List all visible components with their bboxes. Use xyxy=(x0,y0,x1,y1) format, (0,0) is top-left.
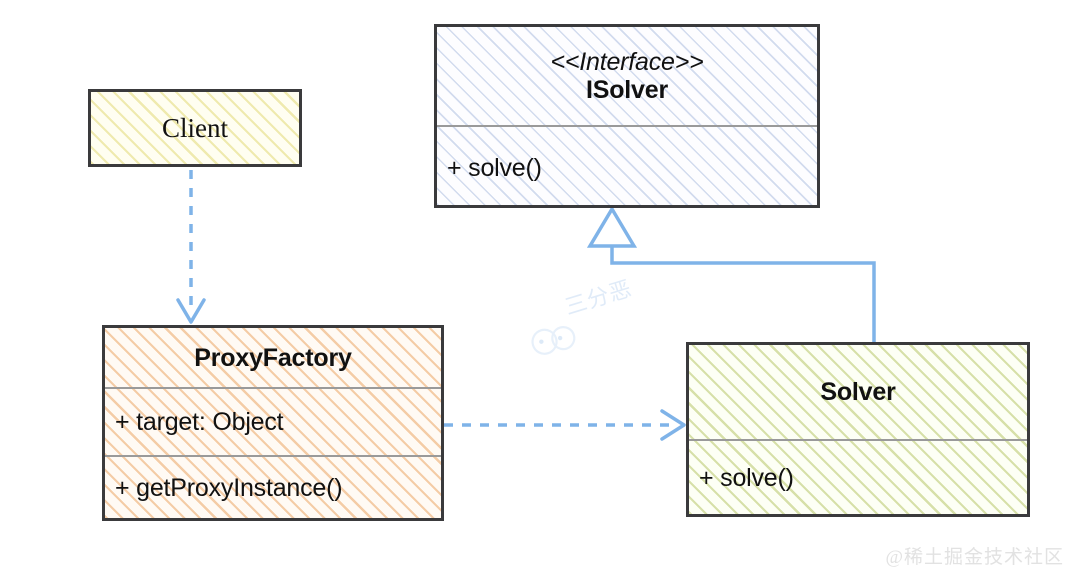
watermark-logo-icon xyxy=(531,326,576,355)
isolver-method-solve: + solve() xyxy=(447,153,542,182)
class-box-proxyfactory[interactable]: ProxyFactory + target: Object + getProxy… xyxy=(102,325,444,521)
proxyfactory-title-compartment: ProxyFactory xyxy=(105,328,441,387)
client-title-compartment: Client xyxy=(91,92,299,164)
isolver-class-name: ISolver xyxy=(586,76,668,104)
proxyfactory-method-compartment: + getProxyInstance() xyxy=(105,455,441,520)
open-arrowhead-right xyxy=(660,409,686,441)
solver-class-name: Solver xyxy=(820,378,896,406)
hollow-triangle-arrowhead xyxy=(586,205,638,248)
solver-title-compartment: Solver xyxy=(689,345,1027,439)
proxyfactory-field-target: + target: Object xyxy=(115,407,284,436)
solver-method-compartment: + solve() xyxy=(689,439,1027,516)
center-watermark: 三分恶 xyxy=(518,261,671,363)
proxyfactory-class-name: ProxyFactory xyxy=(194,343,352,372)
isolver-title-compartment: <<Interface>> ISolver xyxy=(437,27,817,125)
class-box-solver[interactable]: Solver + solve() xyxy=(686,342,1030,517)
relation-proxyfactory-to-solver xyxy=(444,409,686,441)
class-box-client[interactable]: Client xyxy=(88,89,302,167)
isolver-stereotype-label: <<Interface>> xyxy=(550,48,704,76)
solver-method-solve: + solve() xyxy=(699,464,794,492)
proxyfactory-method-getproxyinstance: + getProxyInstance() xyxy=(115,474,343,502)
isolver-method-compartment: + solve() xyxy=(437,125,817,209)
open-arrowhead-down xyxy=(176,298,206,324)
client-class-name: Client xyxy=(162,112,228,143)
class-box-isolver[interactable]: <<Interface>> ISolver + solve() xyxy=(434,24,820,208)
relation-client-to-proxyfactory xyxy=(176,170,206,324)
corner-watermark-text: @稀土掘金技术社区 xyxy=(885,547,1064,568)
proxyfactory-field-compartment: + target: Object xyxy=(105,387,441,455)
